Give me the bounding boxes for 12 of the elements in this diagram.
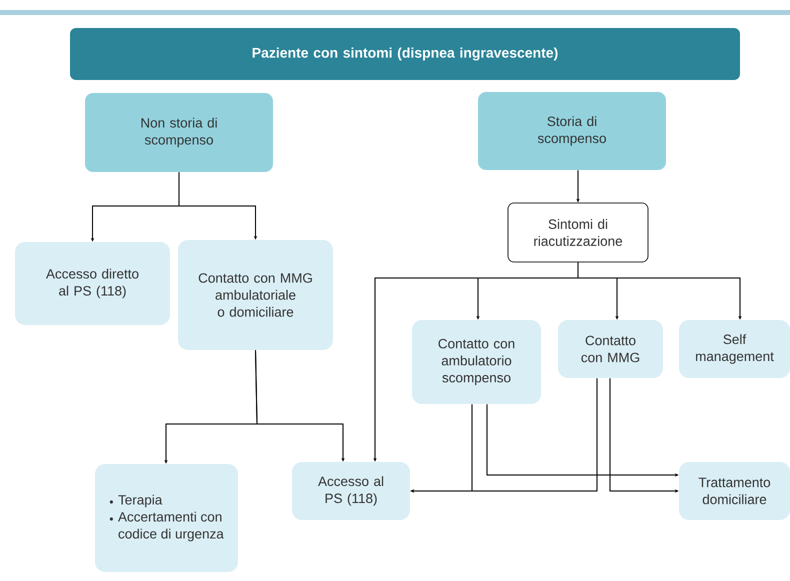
process-box: Trattamento domiciliare (679, 462, 790, 520)
process-box: Accesso al PS (118) (292, 462, 410, 520)
process-box: Contatto con ambulatorio scompenso (412, 320, 541, 404)
process-box: Contatto con MMG (558, 320, 663, 378)
title-banner: Paziente con sintomi (dispnea ingravescente) (70, 28, 740, 80)
category-box: Storia di scompenso (478, 92, 666, 170)
process-box: Accesso diretto al PS (118) (15, 242, 170, 325)
decision-box: Sintomi di riacutizzazione (508, 202, 648, 262)
category-box: Non storia di scompenso (85, 93, 273, 172)
process-box: Self management (679, 320, 790, 378)
process-box: Terapia Accertamenti con codice di urgenza (95, 464, 238, 572)
process-box: Contatto con MMG ambulatoriale o domiciliare (178, 240, 333, 350)
